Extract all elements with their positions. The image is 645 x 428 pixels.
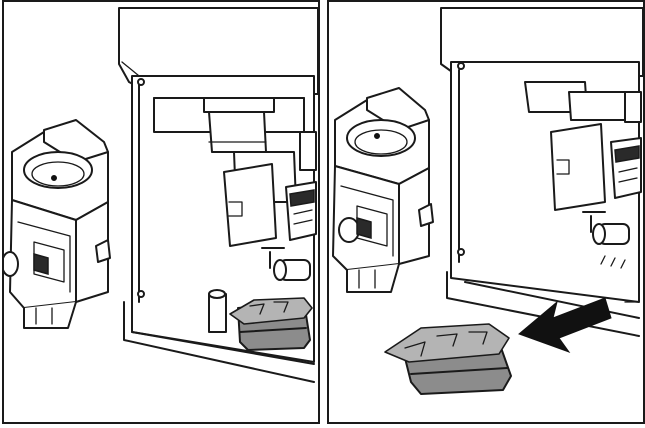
connector-pin: [582, 211, 630, 245]
machine-housing: [440, 7, 643, 303]
machine-tray-removed-drawing: [332, 7, 643, 395]
drip-tray-removed: [384, 323, 512, 395]
brew-unit: [332, 87, 434, 293]
machine-base: [123, 289, 315, 383]
pull-out-arrow-icon: [518, 297, 612, 354]
upper-mechanism: [524, 81, 642, 123]
step-panel-tray-removed: [327, 0, 645, 424]
brew-unit: [4, 119, 111, 329]
drip-tray-inserted: [229, 297, 313, 351]
step-panel-tray-inserted: [2, 0, 320, 424]
machine-housing: [118, 7, 318, 363]
machine-tray-inserted-drawing: [4, 7, 318, 383]
inner-flap: [550, 123, 642, 211]
connector-pin: [261, 247, 311, 281]
inner-flap: [223, 163, 317, 247]
